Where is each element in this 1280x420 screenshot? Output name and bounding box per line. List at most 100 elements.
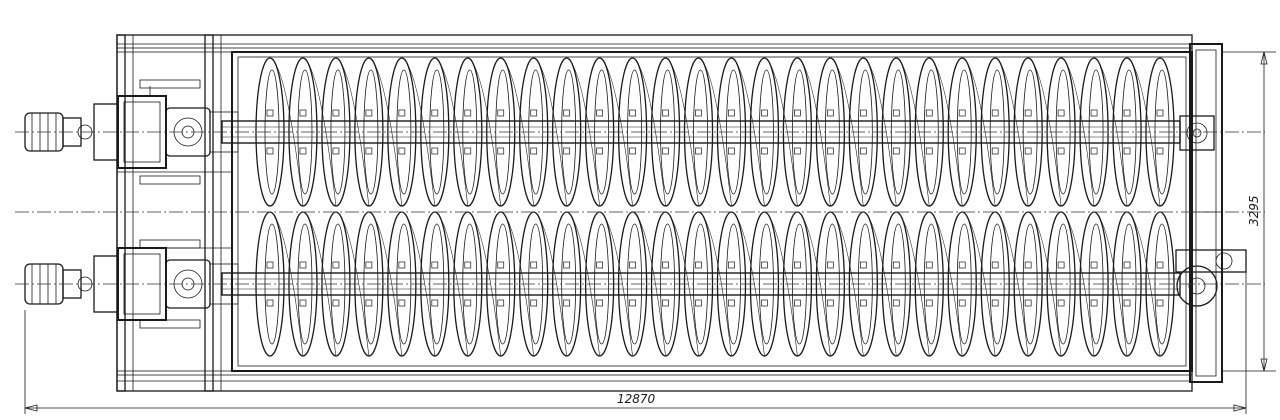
flight-bolt [958,261,966,269]
flight-bolt [365,299,373,307]
left-support-frame [116,34,232,392]
flight-bolt [1090,261,1098,269]
screw-helix-edge [401,211,436,357]
flight-bolt [892,261,900,269]
flight-bolt [332,109,340,117]
flight-bolt [827,109,834,117]
flight-bolt [266,109,274,117]
flight-bolt [1156,299,1164,307]
screw-helix-edge [533,211,567,357]
flight-bolt [794,299,801,307]
screw-helix-edge [665,211,699,357]
flight-bolt [1090,109,1098,117]
flight-bolt [859,299,867,307]
screw-helix-edge [962,57,996,207]
flight-bolt [266,261,274,269]
flight-bolt [1057,299,1065,307]
screw-helix-edge [599,211,633,357]
flight-bolt [596,261,603,269]
flight-bolt [794,261,801,269]
screw-helix-edge [929,57,963,207]
flight-bolt [398,147,406,155]
flight-bolt [662,299,669,307]
flight-bolt [398,261,406,269]
flight-bolt [925,261,933,269]
flight-bolt [991,109,999,117]
flight-bolt [266,147,274,155]
screw-helix-edge [1126,57,1161,207]
screw-helix-edge [1028,57,1062,207]
screw-helix-edge [1093,57,1128,207]
flight-bolt [859,109,867,117]
right-end-plate [1189,43,1223,383]
screw-helix-edge [929,211,963,357]
flight-bolt [695,261,702,269]
flight-bolt [925,299,933,307]
flight-bolt [925,109,933,117]
flight-bolt [1123,299,1131,307]
screw-helix-edge [467,57,502,207]
flight-bolt [794,147,801,155]
screw-helix-edge [863,57,897,207]
flight-bolt [365,261,373,269]
flight-bolt [629,299,636,307]
screw-helix-edge [896,211,930,357]
length-dimension: 12870 [24,272,1247,414]
length-dimension-label: 12870 [617,392,656,406]
flight-bolt [958,109,966,117]
screw-helix-edge [302,211,337,357]
flight-bolt [1123,109,1131,117]
width-dimension-label: 3295 [1247,195,1261,226]
screw-helix-edge [368,211,403,357]
screw-helix-edge [467,211,502,357]
flight-bolt [958,299,966,307]
screw-helix-edge [632,57,666,207]
screw-helix-edge [335,57,370,207]
screw-helix-edge [797,211,831,357]
flight-bolt [431,261,439,269]
screw-helix-edge [1060,211,1095,357]
flight-bolt [761,299,768,307]
flight-bolt [299,299,307,307]
lower-end-bearing [1175,249,1247,307]
flight-bolt [464,299,472,307]
flight-bolt [761,261,768,269]
flight-bolt [431,147,439,155]
flight-bolt [925,147,933,155]
screw-helix-edge [632,211,666,357]
flight-bolt [1024,299,1032,307]
screw-helix-edge [434,211,469,357]
flight-bolt [596,299,603,307]
flight-bolt [299,109,307,117]
flight-bolt [1090,147,1098,155]
flight-bolt [1156,109,1164,117]
center-lines [15,131,1265,285]
screw-helix-edge [764,211,798,357]
flight-bolt [662,109,669,117]
flight-bolt [892,147,900,155]
flight-bolt [530,109,538,117]
flight-bolt [530,299,538,307]
screw-helix-edge [731,57,765,207]
flight-bolt [859,261,867,269]
flight-bolt [695,299,702,307]
screw-helix-edge [269,57,304,207]
flight-bolt [728,261,735,269]
flight-bolt [991,147,999,155]
flight-bolt [299,261,307,269]
flight-bolt [991,299,999,307]
screw-helix-edge [995,57,1029,207]
screw-helix-edge [863,211,897,357]
flight-bolt [1024,109,1032,117]
flight-bolt [892,299,900,307]
screw-helix-edge [995,211,1029,357]
flight-bolt [1057,147,1065,155]
screw-helix-edge [962,211,996,357]
flight-bolt [398,299,406,307]
width-dimension: 3295 [1222,51,1276,372]
flight-bolt [629,147,636,155]
flight-bolt [1156,261,1164,269]
flight-bolt [728,299,735,307]
screw-helix-edge [830,211,864,357]
flight-bolt [1123,261,1131,269]
